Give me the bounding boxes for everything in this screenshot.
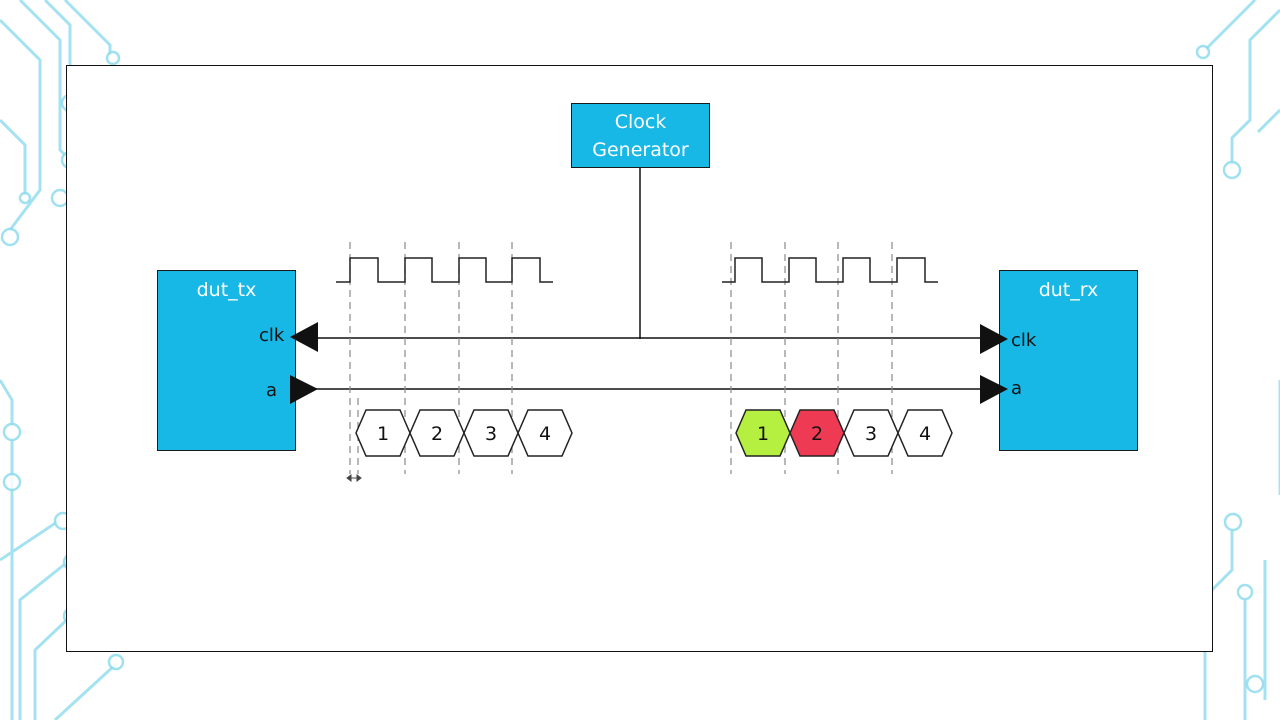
tx-data-token-4	[517, 409, 573, 457]
tx-data-token-label: 2	[431, 423, 443, 445]
rx-data-token-label: 2	[811, 423, 823, 445]
rx-data-token-label: 3	[865, 423, 877, 445]
clock-generator-block: Clock Generator	[571, 103, 710, 168]
rx-data-token-4	[897, 409, 953, 457]
tx-data-token-label: 4	[539, 423, 551, 445]
tx-clk-arrowhead	[290, 322, 318, 352]
rx-clk-arrowhead	[980, 324, 1008, 354]
rx-a-arrowhead	[980, 375, 1008, 404]
dut-tx-title: dut_tx	[196, 279, 257, 301]
dut-rx-block: dut_rx	[999, 270, 1138, 451]
dut-rx-clk-port-label: clk	[1011, 330, 1037, 351]
rx-data-token-label: 1	[757, 423, 769, 445]
dut-tx-clk-port-label: clk	[259, 325, 285, 346]
tx-data-token-label: 1	[377, 423, 389, 445]
dut-tx-a-port-label: a	[266, 380, 278, 401]
tx-data-token-label: 3	[485, 423, 497, 445]
dut-rx-title: dut_rx	[1038, 279, 1099, 301]
dut-rx-a-port-label: a	[1011, 378, 1023, 399]
rx-clock-waveform	[722, 257, 938, 283]
tx-a-arrowhead	[290, 375, 318, 404]
clock-generator-label-line2: Generator	[592, 139, 689, 161]
delay-marker	[346, 474, 362, 482]
tx-clock-waveform	[336, 257, 553, 283]
clock-generator-label-line1: Clock	[614, 111, 667, 133]
rx-data-token-label: 4	[919, 423, 931, 445]
dut-tx-block: dut_tx	[157, 270, 296, 451]
